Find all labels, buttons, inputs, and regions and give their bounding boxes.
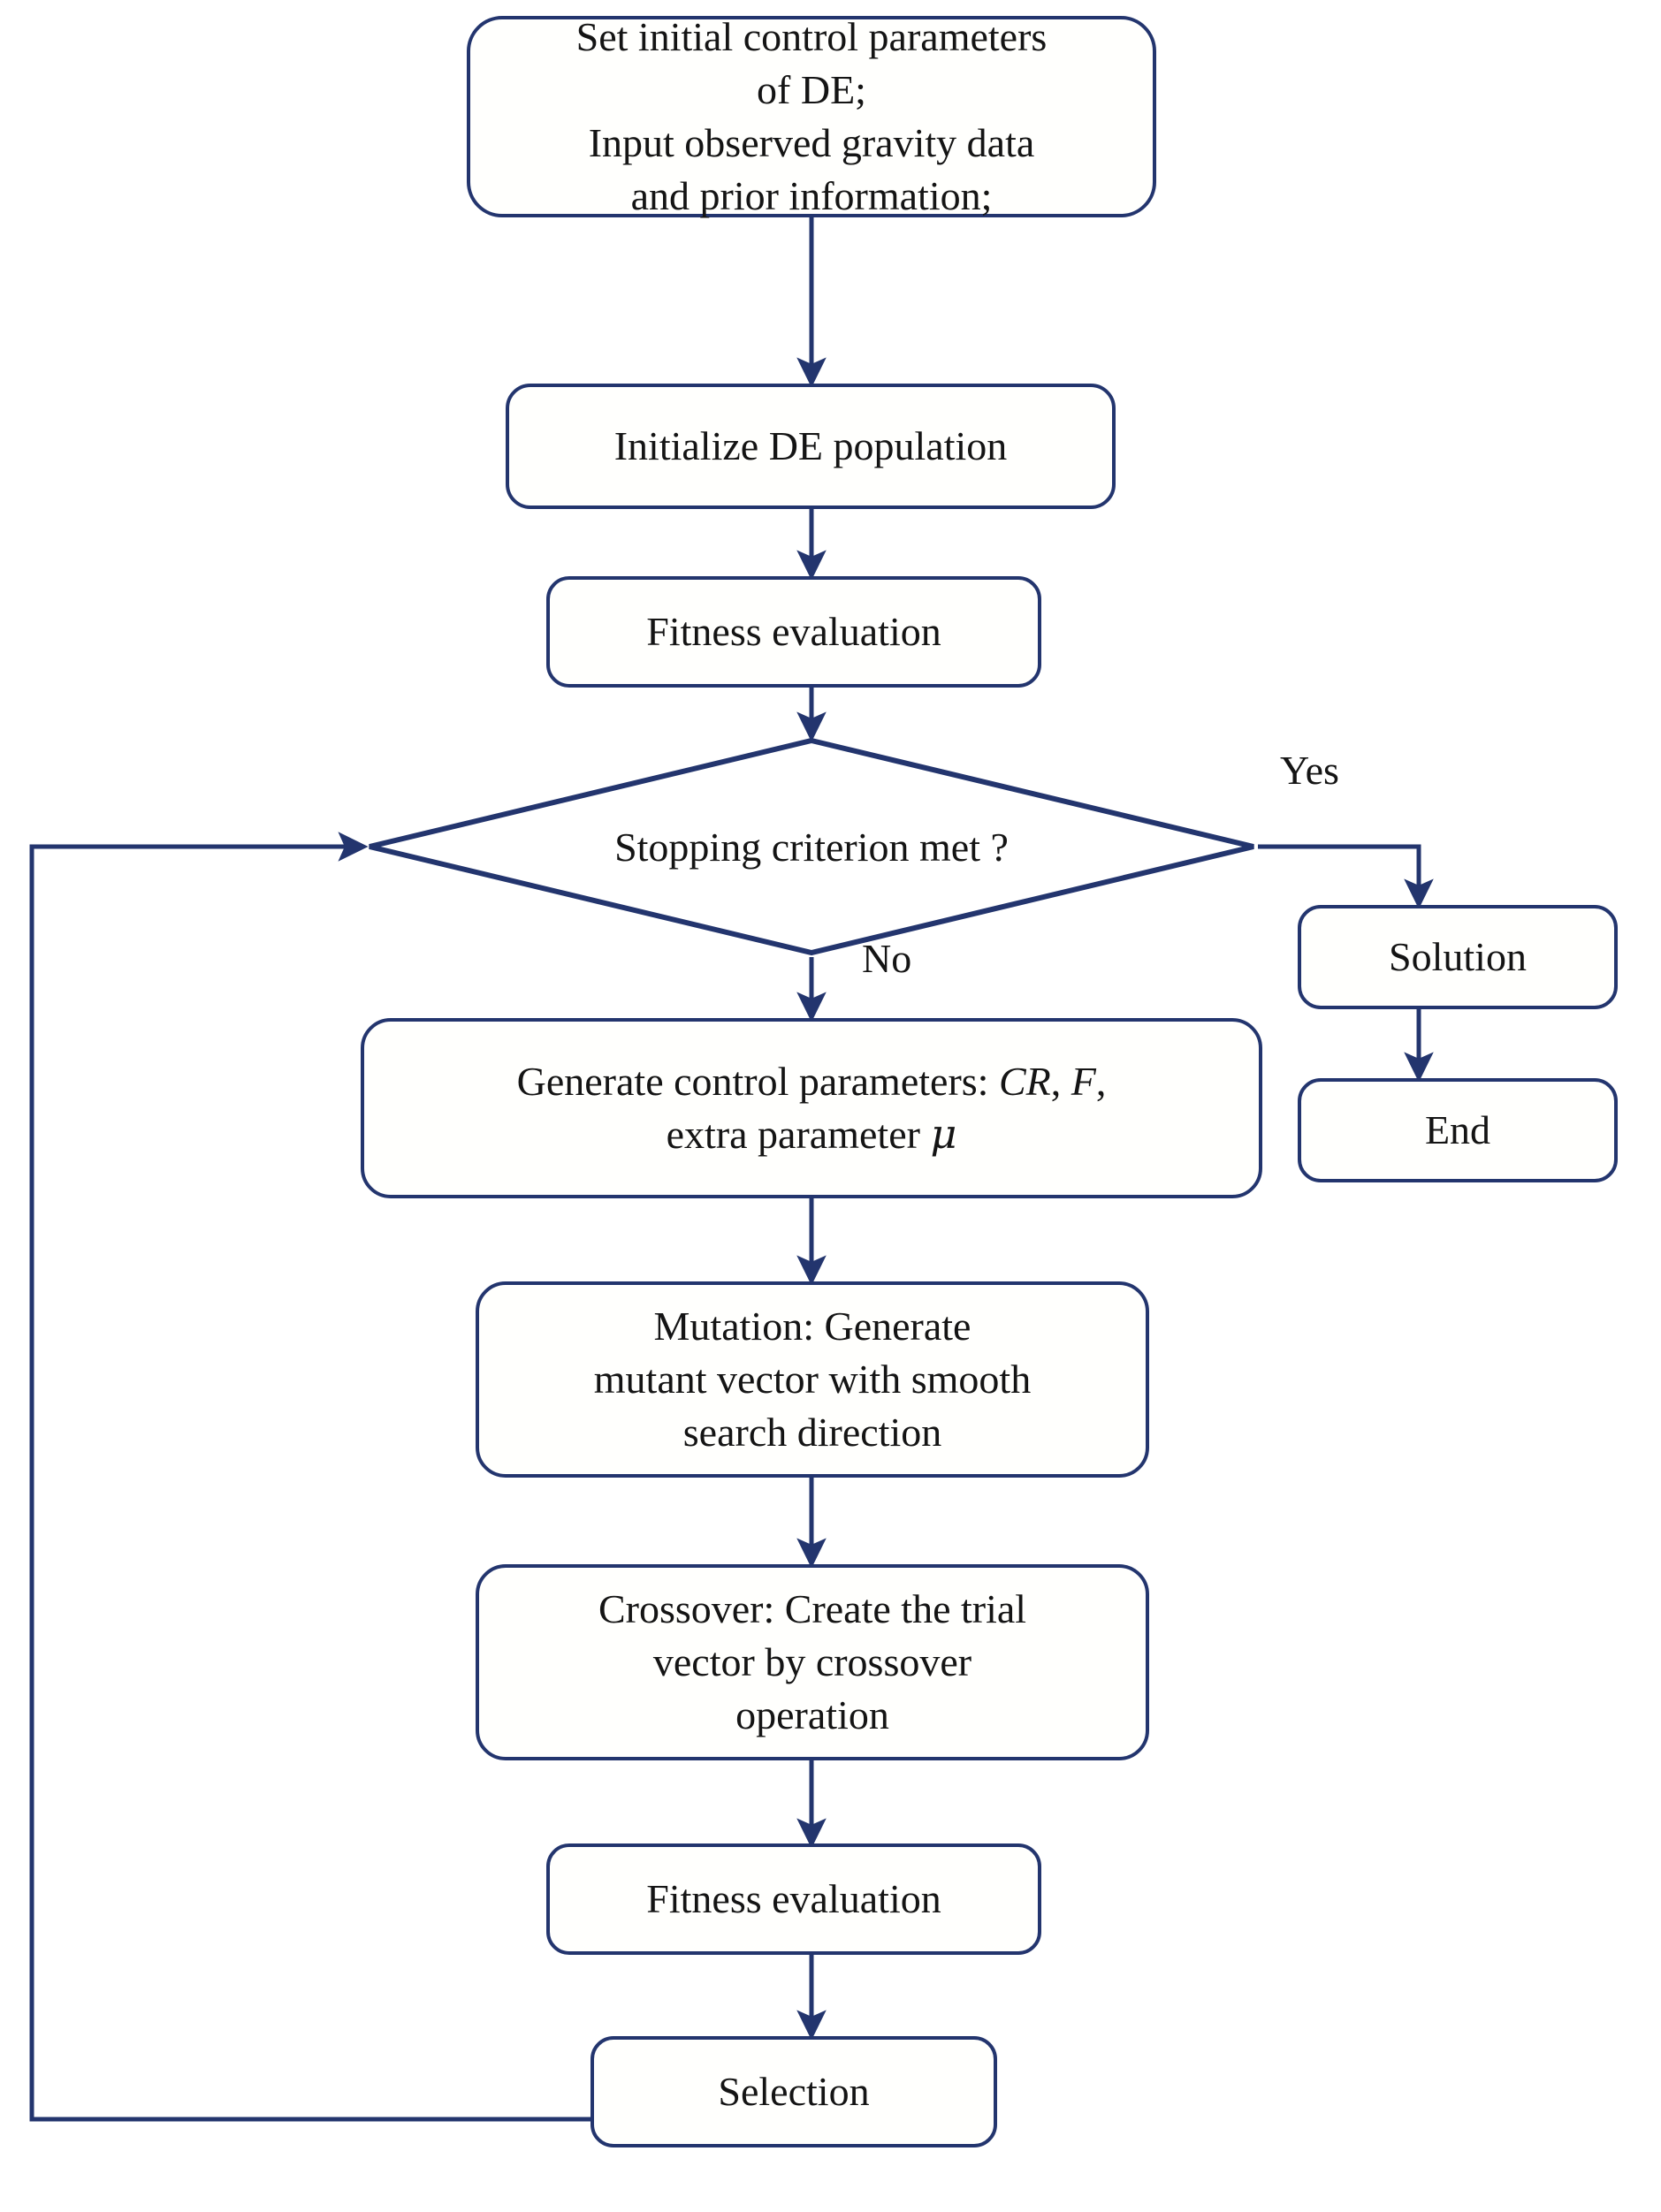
node-stopping-criterion-label: Stopping criterion met ? [614,824,1009,870]
node-start[interactable]: Set initial control parameters of DE; In… [467,14,1156,218]
node-crossover-label: Crossover: Create the trial vector by cr… [598,1586,1027,1737]
node-crossover[interactable]: Crossover: Create the trial vector by cr… [476,1564,1149,1760]
node-generate-control-parameters-label: Generate control parameters: CR, F,extra… [516,1059,1107,1158]
node-fitness-evaluation-2-label: Fitness evaluation [646,1876,941,1922]
node-solution[interactable]: Solution [1298,905,1618,1009]
edge-decision-yes-to-solution [1258,844,1434,909]
node-end-label: End [1424,1107,1491,1153]
node-mutation-label: Mutation: Generate mutant vector with sm… [593,1304,1032,1455]
node-start-label: Set initial control parameters of DE; In… [575,14,1048,218]
node-generate-control-parameters[interactable]: Generate control parameters: CR, F,extra… [361,1018,1262,1198]
node-fitness-evaluation-2[interactable]: Fitness evaluation [546,1843,1041,1955]
node-solution-label: Solution [1389,934,1527,980]
node-end[interactable]: End [1298,1078,1618,1182]
node-mutation[interactable]: Mutation: Generate mutant vector with sm… [476,1281,1149,1478]
node-selection-label: Selection [718,2069,870,2115]
node-fitness-evaluation-1-label: Fitness evaluation [646,609,941,655]
node-initialize-de-population[interactable]: Initialize DE population [506,384,1116,509]
edge-label-no: No [862,936,912,981]
node-selection[interactable]: Selection [590,2036,997,2147]
node-stopping-criterion[interactable]: Stopping criterion met ? [546,815,1077,878]
node-initialize-de-population-label: Initialize DE population [613,423,1008,469]
edge-label-yes: Yes [1280,748,1339,793]
node-fitness-evaluation-1[interactable]: Fitness evaluation [546,576,1041,688]
